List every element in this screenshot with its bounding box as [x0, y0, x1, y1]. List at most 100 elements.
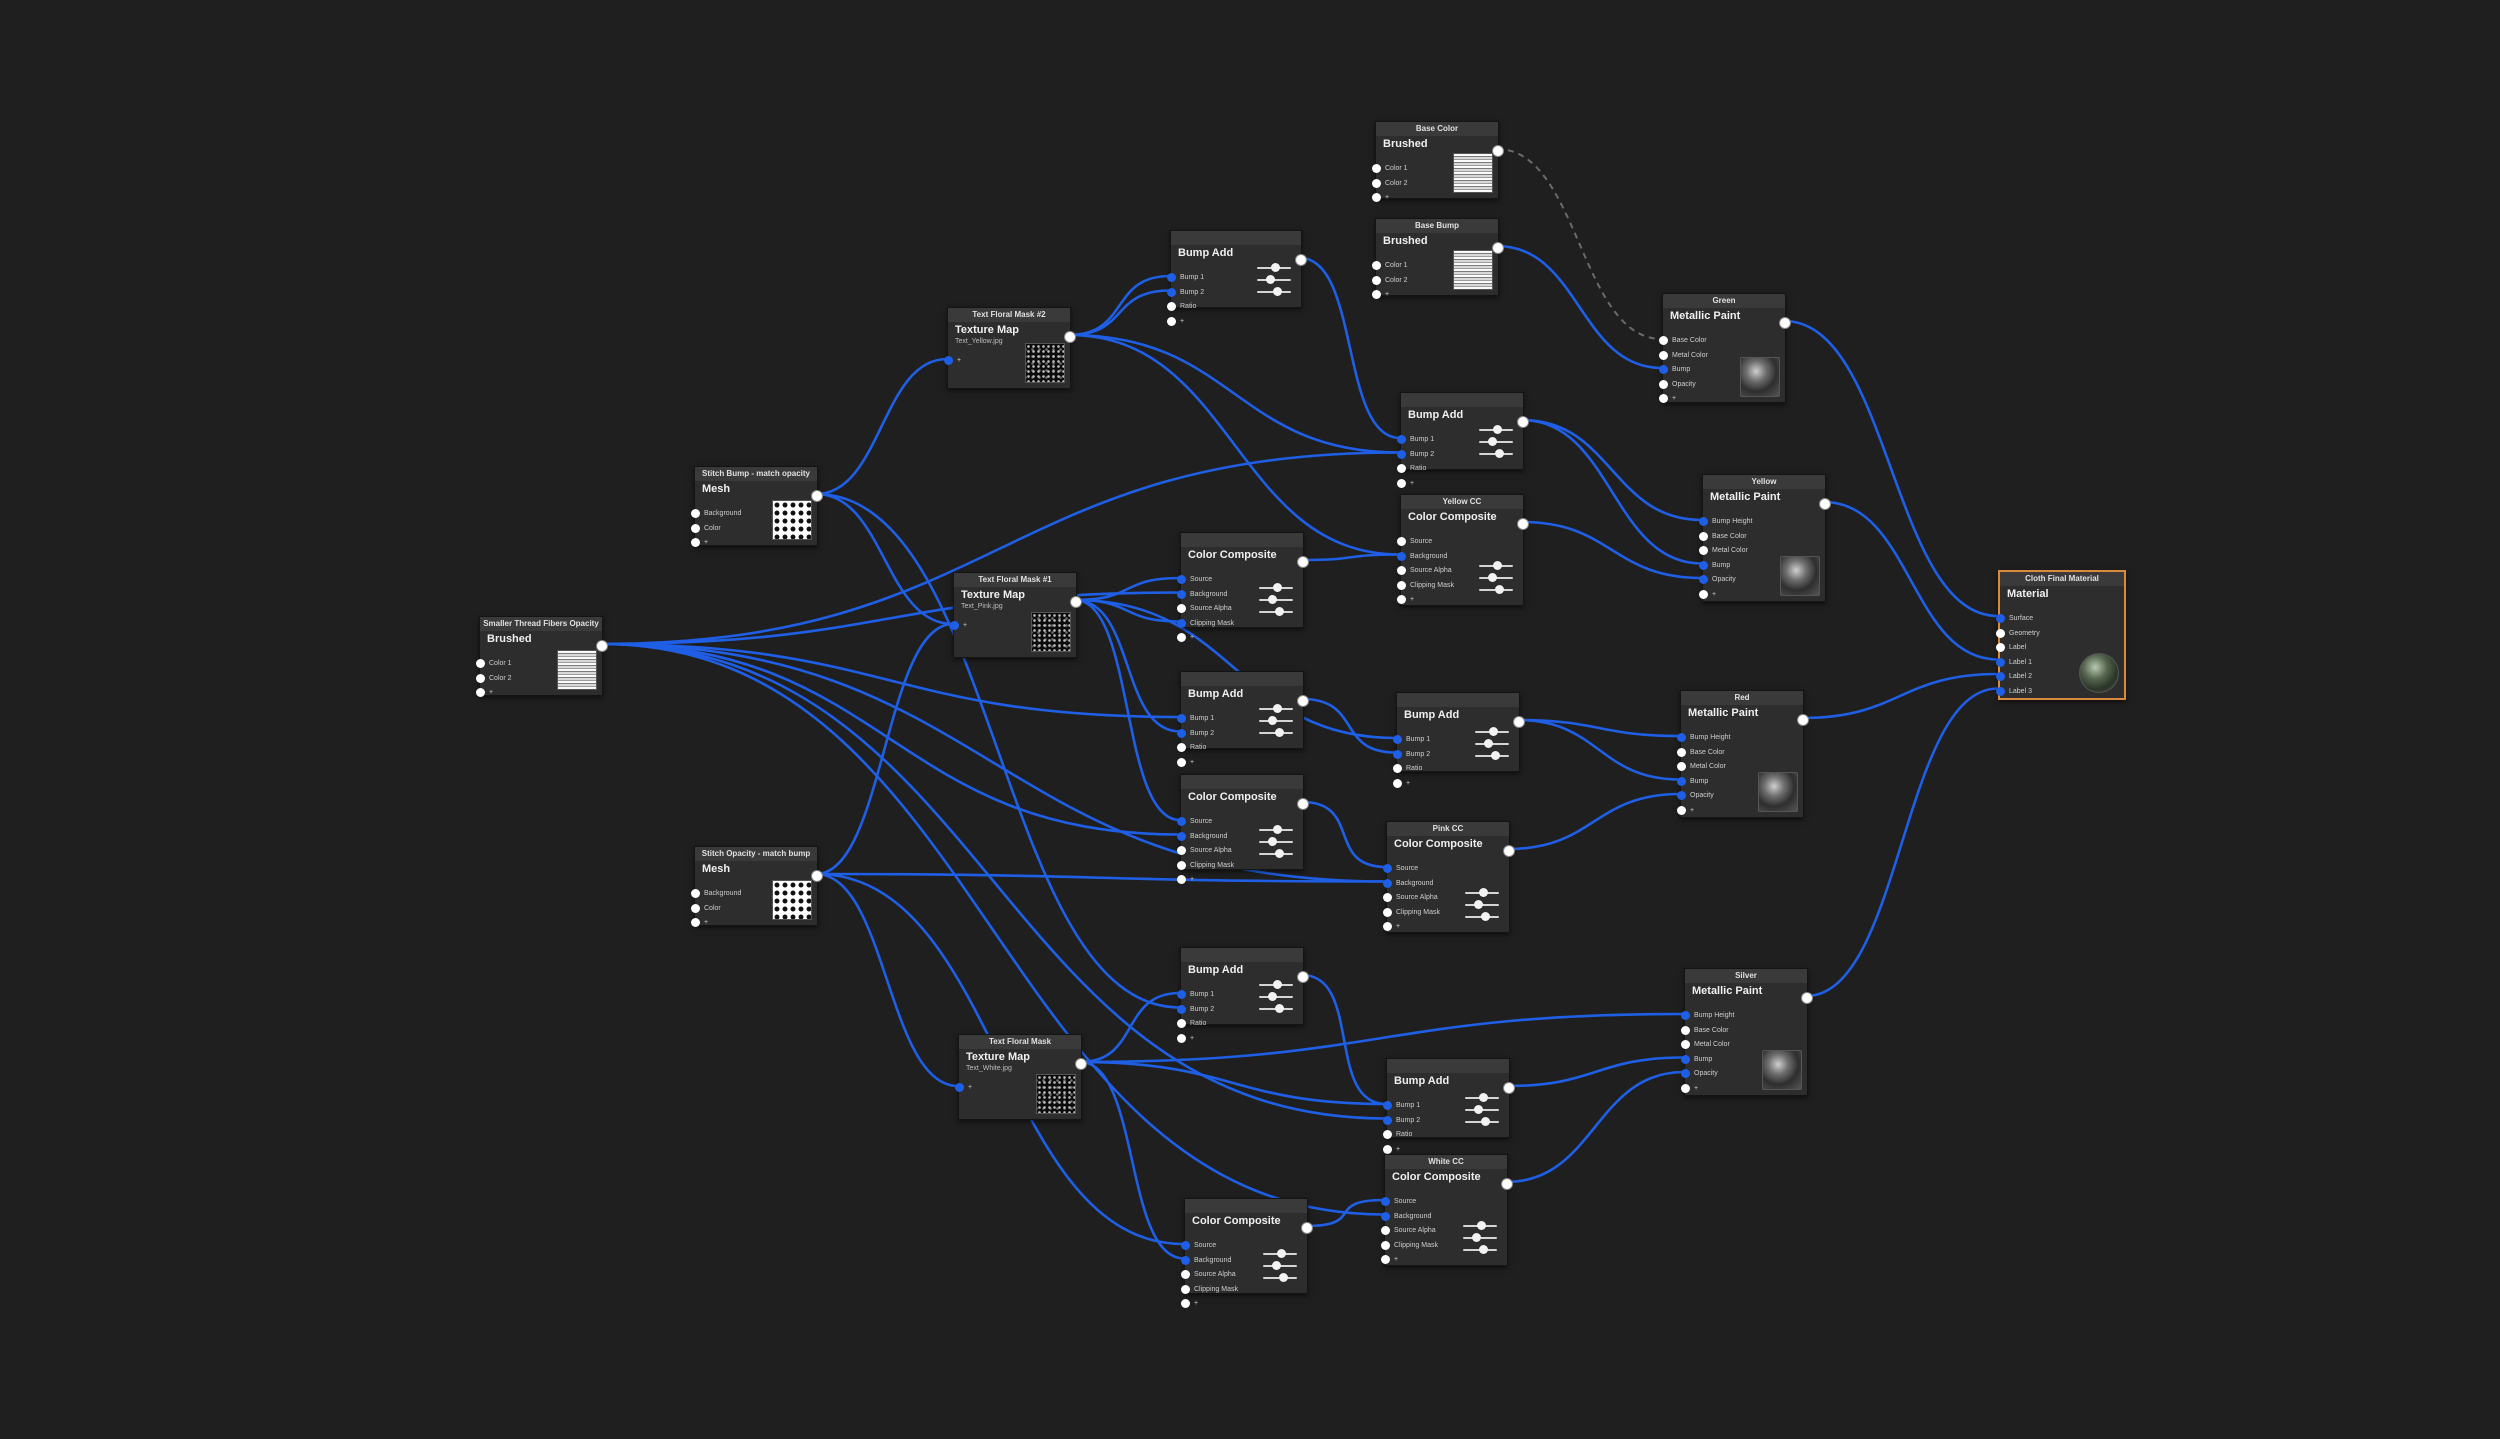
input-port[interactable]: [944, 356, 953, 365]
slider-knob[interactable]: [1273, 825, 1283, 834]
slider-knob[interactable]: [1484, 739, 1494, 748]
connection-wire[interactable]: [1301, 697, 1397, 754]
slider-knob[interactable]: [1274, 1004, 1284, 1013]
input-port[interactable]: [1177, 618, 1186, 628]
value-slider[interactable]: [1257, 275, 1291, 284]
input-port[interactable]: [1659, 336, 1668, 345]
input-port[interactable]: [1381, 1211, 1390, 1221]
input-port[interactable]: [1397, 566, 1406, 575]
connection-wire[interactable]: [1068, 274, 1171, 337]
node-header[interactable]: White CC: [1385, 1155, 1507, 1169]
output-port[interactable]: [1297, 971, 1309, 983]
connection-wire[interactable]: [600, 642, 1181, 719]
connection-wire[interactable]: [1521, 520, 1703, 580]
input-port[interactable]: [1167, 287, 1176, 297]
input-port[interactable]: [1397, 435, 1406, 444]
input-port[interactable]: [1681, 1054, 1690, 1064]
input-port[interactable]: [1181, 1270, 1190, 1279]
output-port[interactable]: [1503, 845, 1515, 857]
node-header[interactable]: Red: [1681, 691, 1803, 705]
input-port[interactable]: [1383, 1144, 1392, 1154]
slider-group[interactable]: [1259, 583, 1293, 623]
slider-group[interactable]: [1463, 1221, 1497, 1261]
input-port[interactable]: [950, 621, 959, 630]
connection-wire[interactable]: [1074, 598, 1181, 822]
value-slider[interactable]: [1465, 1105, 1499, 1114]
connection-wire[interactable]: [1823, 500, 1999, 661]
output-port[interactable]: [811, 870, 823, 882]
connection-wire[interactable]: [1507, 1056, 1685, 1088]
slider-group[interactable]: [1465, 1093, 1499, 1133]
output-port[interactable]: [1064, 331, 1076, 343]
input-port[interactable]: [1177, 846, 1186, 855]
connection-wire[interactable]: [1068, 333, 1401, 454]
input-port[interactable]: [1167, 302, 1176, 311]
input-port[interactable]: [1677, 733, 1686, 742]
slider-knob[interactable]: [1493, 561, 1503, 570]
input-port[interactable]: [1181, 1241, 1190, 1250]
connection-wire[interactable]: [1068, 289, 1171, 337]
slider-knob[interactable]: [1490, 751, 1500, 760]
input-port[interactable]: [1177, 860, 1186, 870]
slider-knob[interactable]: [1268, 716, 1278, 725]
value-slider[interactable]: [1463, 1245, 1497, 1254]
input-port[interactable]: [1397, 580, 1406, 590]
output-port[interactable]: [1801, 992, 1813, 1004]
input-port[interactable]: [1659, 350, 1668, 360]
connection-wire[interactable]: [1079, 1012, 1685, 1064]
connection-wire[interactable]: [1079, 1060, 1185, 1260]
connection-wire[interactable]: [1496, 148, 1663, 340]
node-header[interactable]: [1181, 672, 1303, 686]
input-port[interactable]: [1397, 449, 1406, 459]
input-port[interactable]: [1677, 762, 1686, 771]
value-slider[interactable]: [1259, 825, 1293, 834]
input-port[interactable]: [1659, 379, 1668, 389]
input-port[interactable]: [1699, 546, 1708, 555]
input-port[interactable]: [1996, 628, 2005, 638]
value-slider[interactable]: [1259, 704, 1293, 713]
node-header[interactable]: [1397, 693, 1519, 707]
value-slider[interactable]: [1259, 607, 1293, 616]
input-port[interactable]: [1177, 817, 1186, 826]
node-header[interactable]: [1185, 1199, 1307, 1213]
input-port[interactable]: [1699, 531, 1708, 541]
slider-knob[interactable]: [1273, 980, 1283, 989]
output-port[interactable]: [1297, 695, 1309, 707]
input-port[interactable]: [1699, 575, 1708, 584]
slider-knob[interactable]: [1480, 1117, 1490, 1126]
node-header[interactable]: [1181, 533, 1303, 547]
input-port[interactable]: [691, 538, 700, 547]
value-slider[interactable]: [1259, 716, 1293, 725]
input-port[interactable]: [691, 903, 700, 913]
output-port[interactable]: [1297, 798, 1309, 810]
connection-wire[interactable]: [1301, 800, 1387, 869]
input-port[interactable]: [1681, 1040, 1690, 1049]
slider-group[interactable]: [1465, 888, 1499, 928]
input-port[interactable]: [1177, 1019, 1186, 1028]
connection-wire[interactable]: [1301, 553, 1401, 562]
input-port[interactable]: [1383, 864, 1392, 873]
input-port[interactable]: [1177, 743, 1186, 752]
slider-group[interactable]: [1475, 727, 1509, 767]
slider-knob[interactable]: [1479, 1093, 1489, 1102]
slider-group[interactable]: [1479, 561, 1513, 601]
slider-knob[interactable]: [1274, 849, 1284, 858]
slider-knob[interactable]: [1272, 287, 1282, 296]
input-port[interactable]: [1659, 394, 1668, 403]
input-port[interactable]: [1177, 633, 1186, 642]
value-slider[interactable]: [1263, 1261, 1297, 1270]
value-slider[interactable]: [1465, 888, 1499, 897]
output-port[interactable]: [1513, 716, 1525, 728]
input-port[interactable]: [1681, 1083, 1690, 1093]
input-port[interactable]: [1381, 1197, 1390, 1206]
value-slider[interactable]: [1475, 727, 1509, 736]
input-port[interactable]: [1372, 178, 1381, 188]
input-port[interactable]: [1659, 365, 1668, 374]
connection-wire[interactable]: [1521, 418, 1703, 565]
